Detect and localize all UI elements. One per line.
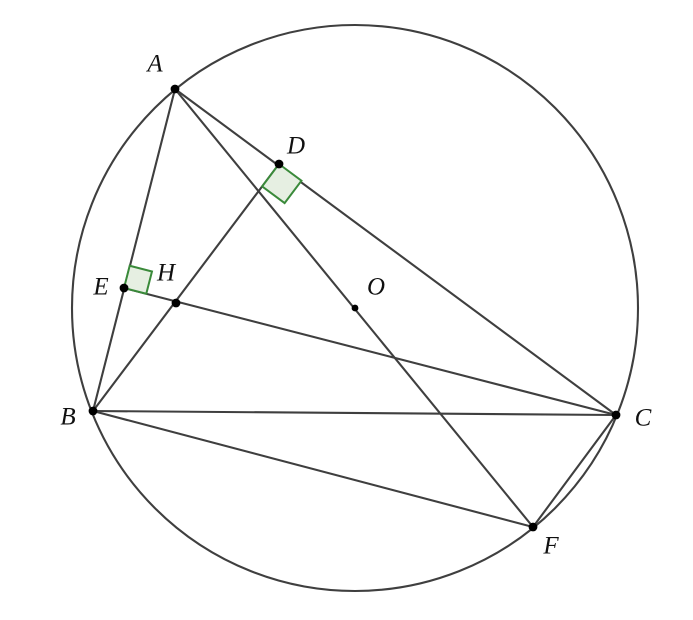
point-layer <box>88 84 621 532</box>
right-angle-at-E <box>122 264 154 295</box>
point-label-a: A <box>145 51 163 78</box>
circle-layer <box>70 23 640 593</box>
segment-AB <box>91 87 177 413</box>
segment-BD <box>91 162 281 413</box>
segment-layer <box>91 87 618 529</box>
label-layer: A B C D E F H O <box>60 51 651 560</box>
segment-AC <box>173 87 618 417</box>
point-d <box>274 159 284 169</box>
segment-CE <box>122 286 618 417</box>
point-label-c: C <box>635 405 652 432</box>
point-f <box>528 522 538 532</box>
segment-CF <box>531 413 618 529</box>
circumcircle <box>70 23 640 593</box>
segment-BF <box>91 409 535 529</box>
right-angle-layer <box>122 162 303 295</box>
point-label-o: O <box>367 274 385 301</box>
segment-BC <box>91 409 618 417</box>
point-label-h: H <box>156 260 177 287</box>
point-label-e: E <box>92 274 108 301</box>
point-c <box>611 410 621 420</box>
point-h <box>171 298 181 308</box>
point-a <box>170 84 180 94</box>
point-o <box>351 304 359 312</box>
right-angle-at-D <box>260 162 303 205</box>
point-label-f: F <box>542 533 559 560</box>
point-e <box>119 283 129 293</box>
point-label-d: D <box>286 133 305 160</box>
point-label-b: B <box>60 404 75 431</box>
point-b <box>88 406 98 416</box>
